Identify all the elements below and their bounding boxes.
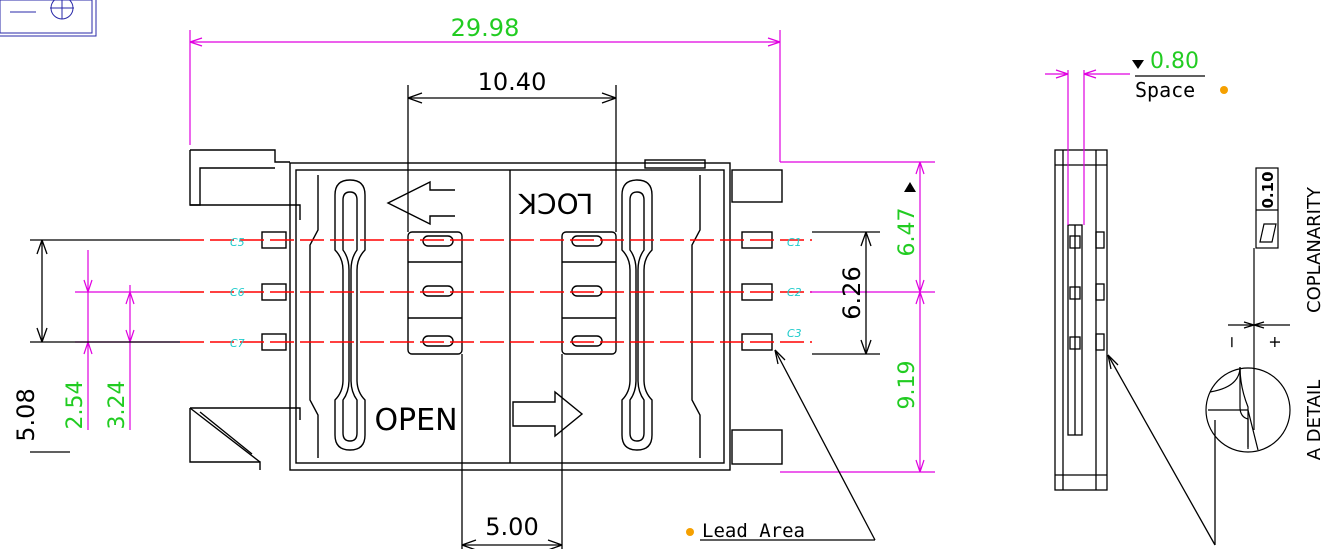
space-dot-icon — [1220, 86, 1228, 94]
lead-area-label: Lead Area — [702, 520, 805, 542]
dim-side-space: 0.80 — [1150, 49, 1199, 74]
lock-arrow — [386, 180, 455, 226]
dim-offset-top: 6.47 — [895, 208, 920, 257]
coplanarity-detail — [1205, 167, 1291, 453]
dim-pitch-y: 2.54 — [63, 381, 88, 430]
plus-sign: + — [1265, 335, 1284, 348]
dim-height-left: 5.08 — [12, 388, 40, 441]
minus-sign: − — [1222, 335, 1241, 348]
flatness-symbol-icon — [1259, 223, 1277, 243]
title-block-fragment — [0, 0, 97, 37]
dim-height-3-24: 3.24 — [105, 381, 130, 430]
side-view — [1054, 149, 1216, 546]
detail-label: A DETAIL — [1304, 380, 1325, 461]
triangle-marker-down-icon — [1132, 60, 1144, 69]
contact-label-c7: C7 — [230, 337, 245, 350]
connector-body — [189, 149, 783, 471]
dim-offset-bottom: 9.19 — [895, 361, 920, 410]
open-arrow — [512, 390, 584, 438]
dim-overall-width: 29.98 — [451, 14, 520, 42]
contact-label-c6: C6 — [230, 286, 245, 299]
triangle-marker-icon — [904, 182, 916, 192]
contact-label-c1: C1 — [787, 236, 802, 249]
coplanarity-label: COPLANARITY — [1304, 186, 1325, 313]
contact-label-c3: C3 — [787, 327, 802, 340]
contact-centerlines — [180, 239, 812, 343]
dim-pitch-x: 5.00 — [485, 513, 538, 541]
space-label: Space — [1135, 78, 1195, 102]
lead-area-dot-icon — [686, 528, 694, 536]
dim-inner-width: 10.40 — [478, 68, 547, 96]
contact-label-c5: C5 — [230, 236, 245, 249]
dim-height-right: 6.26 — [838, 266, 866, 319]
lock-label: LOCK — [518, 187, 593, 220]
coplanarity-tolerance: 0.10 — [1259, 171, 1277, 208]
contact-label-c2: C2 — [787, 286, 802, 299]
open-label: OPEN — [374, 403, 457, 438]
